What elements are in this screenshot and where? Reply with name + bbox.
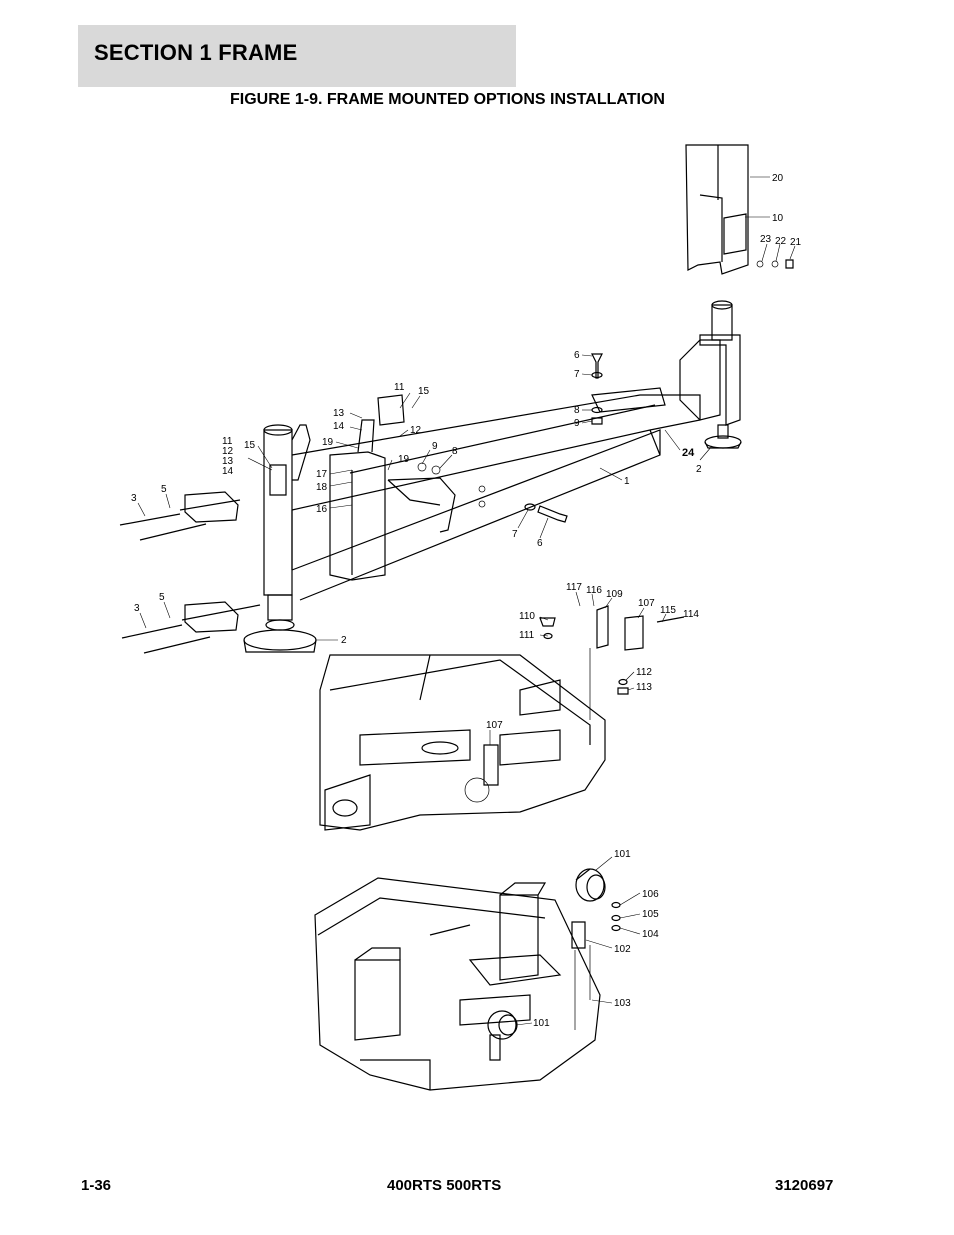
callout-19-a: 19 [322,437,334,448]
callout-113: 113 [636,682,652,693]
callout-9-top: 9 [574,418,580,429]
callout-107-upper: 107 [638,598,655,609]
callout-2-right: 2 [696,464,702,475]
flag-assembly: 20 10 23 22 21 [685,144,802,275]
model-numbers: 400RTS 500RTS [387,1177,502,1194]
callout-112: 112 [636,667,652,678]
section-header-band [78,25,516,87]
callout-111: 111 [519,630,535,641]
callout-13-mid: 13 [333,408,345,419]
callout-6-bolt: 6 [537,538,543,549]
callout-1: 1 [624,476,630,487]
document-number: 3120697 [775,1177,834,1194]
callout-7-bolt: 7 [512,529,518,540]
callout-106: 106 [642,889,659,900]
callout-19-b: 19 [398,454,410,465]
figure-title: FIGURE 1-9. FRAME MOUNTED OPTIONS INSTAL… [230,91,665,108]
callout-14-mid: 14 [333,421,345,432]
callout-13-left: 13 [222,456,234,467]
frame-beam-assembly: 6 7 8 9 24 2 1 11 [119,300,742,654]
callout-2-left: 2 [341,635,347,646]
callout-16: 16 [316,504,328,515]
chassis-rear-bracket-assembly: 107 117 116 109 107 115 114 110 111 112 … [319,582,699,831]
callout-107-lower: 107 [486,720,503,731]
callout-10: 10 [772,213,784,224]
callout-20: 20 [772,173,784,184]
callout-117: 117 [566,582,582,593]
callout-105: 105 [642,909,659,920]
chassis-lamp-assembly: 101 106 105 104 102 103 101 [314,849,659,1091]
callout-7-top: 7 [574,369,580,380]
callout-15-mid: 15 [418,386,430,397]
callout-8-top: 8 [574,405,580,416]
callout-5-lower: 5 [159,592,165,603]
callout-22: 22 [775,236,787,247]
callout-12-left: 12 [222,446,234,457]
callout-14-left: 14 [222,466,234,477]
callout-9-mid: 9 [432,441,438,452]
callout-3-lower: 3 [134,603,140,614]
callout-12-mid: 12 [410,425,422,436]
callout-6-top: 6 [574,350,580,361]
page-number: 1-36 [81,1177,112,1194]
callout-8-mid: 8 [452,446,458,457]
callout-21: 21 [790,237,802,248]
callout-18: 18 [316,482,328,493]
callout-104: 104 [642,929,659,940]
callout-17: 17 [316,469,328,480]
callout-5-upper: 5 [161,484,167,495]
callout-102: 102 [614,944,631,955]
callout-3-upper: 3 [131,493,137,504]
callout-116: 116 [586,585,602,596]
callout-23: 23 [760,234,772,245]
callout-115: 115 [660,605,676,616]
callout-109: 109 [606,589,623,600]
callout-11-mid: 11 [394,382,405,393]
callout-114: 114 [683,609,699,620]
callout-101-upper: 101 [614,849,631,860]
callout-110: 110 [519,611,535,622]
callout-24: 24 [682,447,695,459]
section-title: SECTION 1 FRAME [94,40,298,65]
callout-15-left: 15 [244,440,256,451]
callout-103: 103 [614,998,631,1009]
callout-101-lower: 101 [533,1018,550,1029]
callout-11-left: 11 [222,436,233,447]
